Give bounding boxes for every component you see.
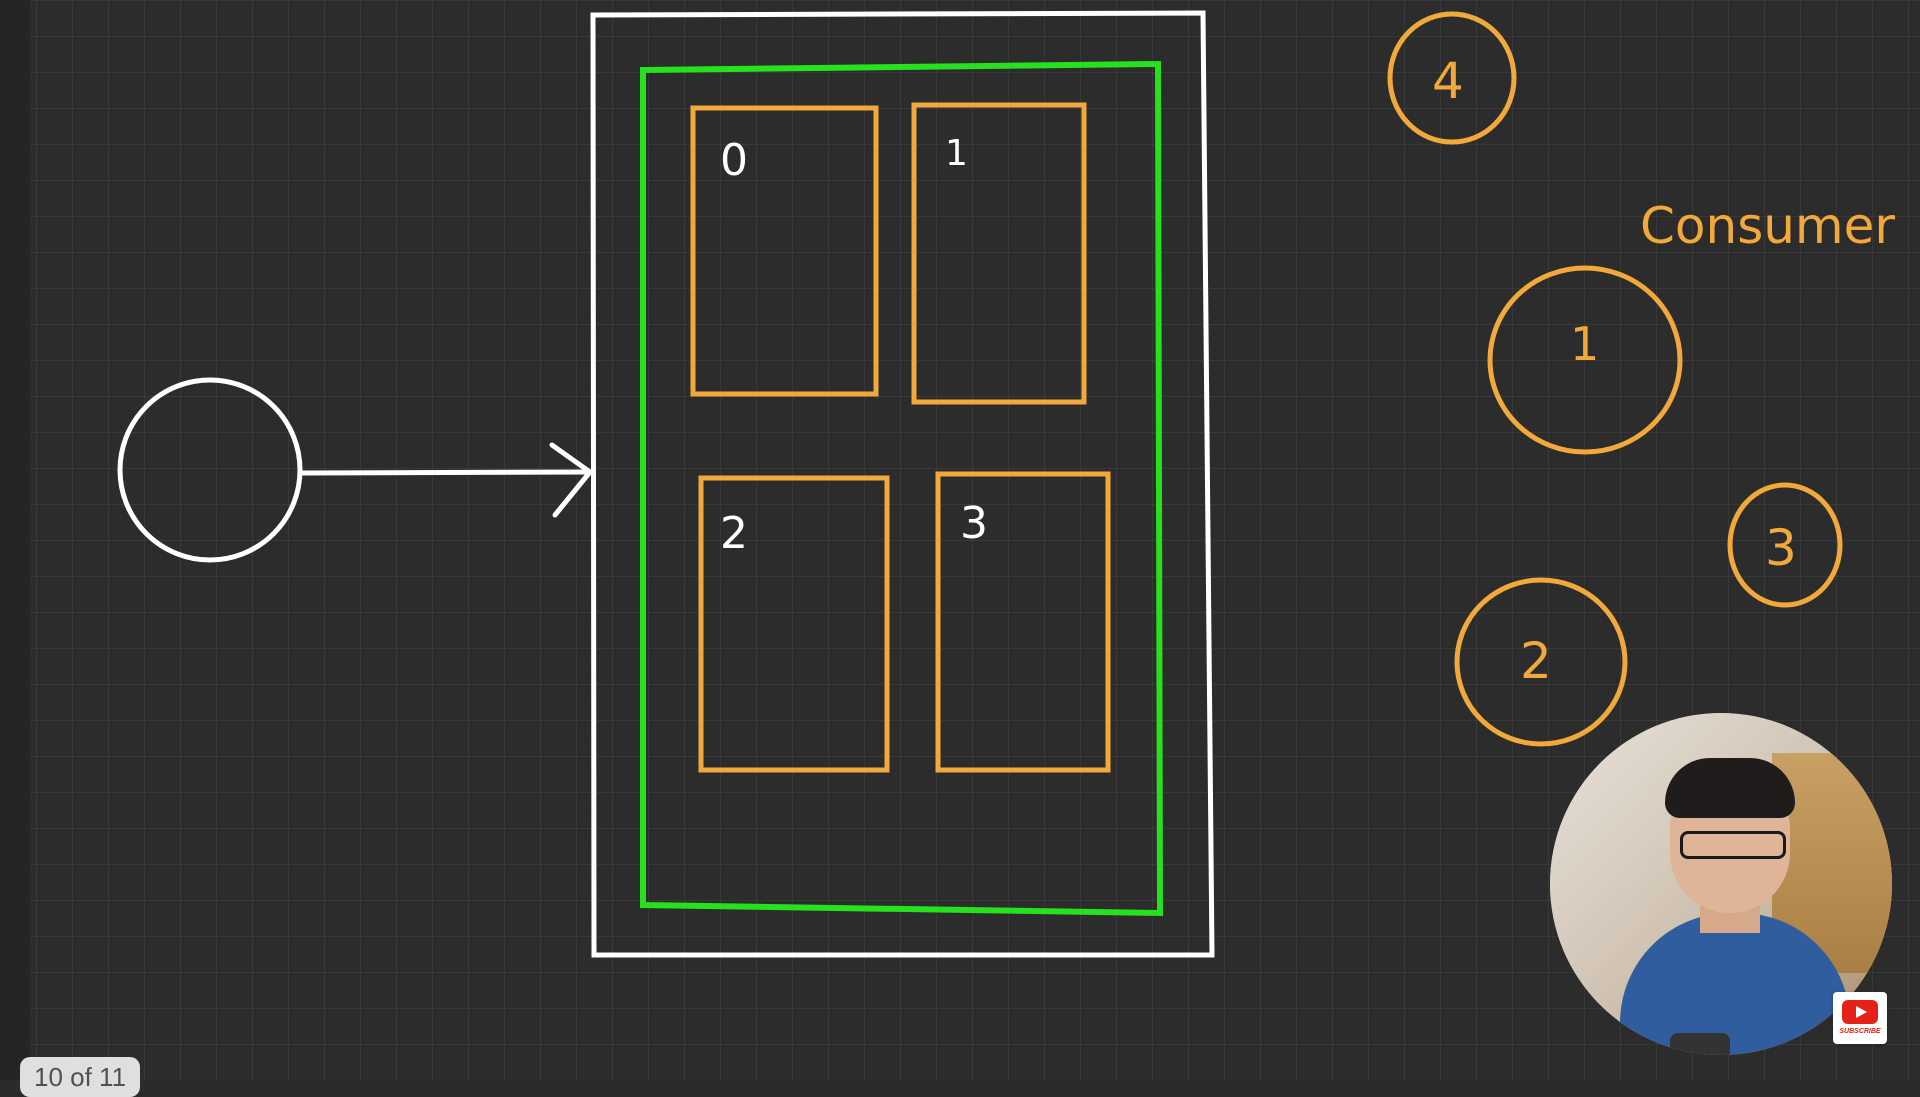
partition-label: 0 [720, 135, 748, 186]
partition-2: 2 [698, 475, 890, 773]
partition-label: 2 [720, 508, 748, 559]
consumer-label: 4 [1432, 52, 1464, 110]
partition-1: 1 [911, 102, 1087, 405]
consumer-heading: Consumer [1640, 197, 1895, 255]
page-counter: 10 of 11 [20, 1057, 141, 1097]
subscribe-caption: SUBSCRIBE [1839, 1028, 1881, 1035]
partition-3: 3 [935, 471, 1111, 773]
consumer-label: 1 [1570, 317, 1599, 371]
topic-box [590, 10, 1215, 958]
consumer-label: 2 [1520, 632, 1552, 690]
consumer-2: 2 [1454, 577, 1628, 747]
consumer-label: 3 [1765, 519, 1797, 577]
canvas-edge [0, 0, 30, 1080]
consumer-1: 1 [1487, 265, 1683, 455]
consumer-3: 3 [1727, 482, 1843, 608]
youtube-play-icon [1842, 1000, 1878, 1024]
partition-group-box [640, 60, 1164, 917]
arrow-producer-to-topic [301, 442, 593, 518]
partition-label: 3 [960, 498, 988, 549]
consumer-4: 4 [1387, 11, 1517, 145]
producer-circle [117, 377, 303, 563]
partition-0: 0 [690, 105, 879, 397]
partition-label: 1 [945, 133, 968, 174]
youtube-subscribe-button[interactable]: SUBSCRIBE [1833, 992, 1887, 1044]
